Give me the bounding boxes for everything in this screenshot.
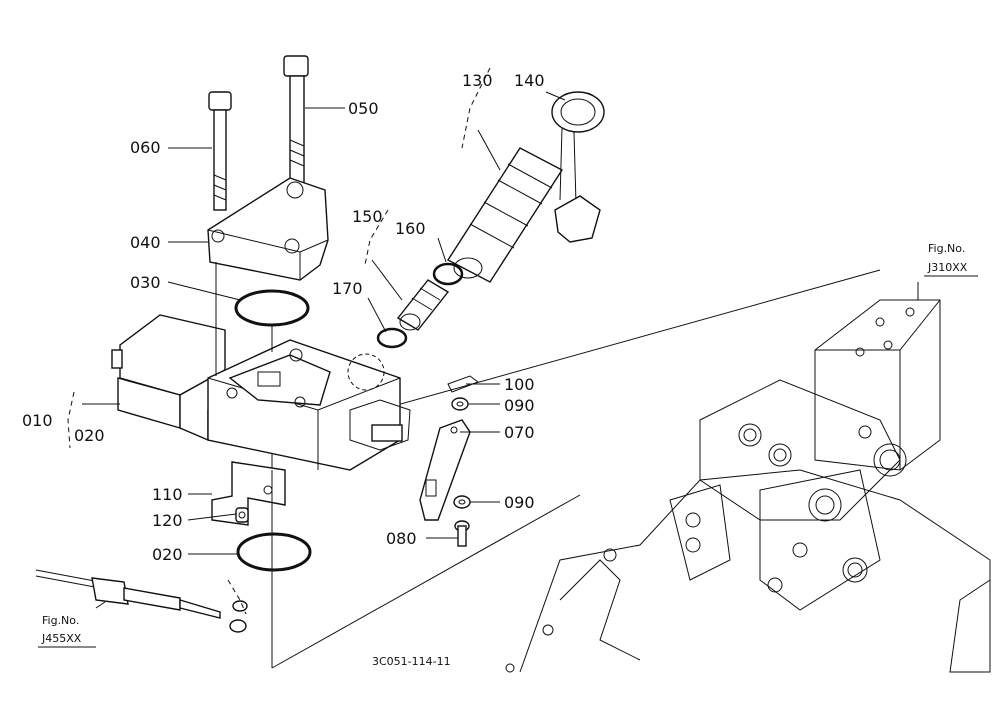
pin-080 xyxy=(454,520,470,547)
callout-080: 080 xyxy=(386,529,417,548)
callout-050: 050 xyxy=(348,99,379,118)
figure-ref-right-line1: Fig.No. xyxy=(928,242,965,255)
drawing-number: 3C051-114-11 xyxy=(372,655,451,668)
callout-090-upper: 090 xyxy=(504,396,535,415)
washer-090-top xyxy=(451,397,469,411)
transmission-housing-assembly xyxy=(271,269,991,673)
figure-ref-j455xx: Fig.No. J455XX xyxy=(38,614,96,648)
callout-010: 010 xyxy=(22,411,53,430)
figure-ref-left-line2: J455XX xyxy=(41,632,82,645)
callout-120: 120 xyxy=(152,511,183,530)
o-ring-030 xyxy=(234,289,310,327)
callout-020-upper: 020 xyxy=(74,426,105,445)
bolt-050 xyxy=(283,55,309,189)
bracket-110 xyxy=(211,461,286,526)
fitting-150 xyxy=(396,279,450,331)
callout-070: 070 xyxy=(504,423,535,442)
callout-150: 150 xyxy=(352,207,383,226)
bracket-mark-150 xyxy=(364,209,389,266)
callout-170: 170 xyxy=(332,279,363,298)
o-ring-020 xyxy=(236,532,312,572)
callout-020-lower: 020 xyxy=(152,545,183,564)
cap-140 xyxy=(551,91,605,243)
callout-100: 100 xyxy=(504,375,535,394)
valve-body-010 xyxy=(111,314,411,471)
callout-140: 140 xyxy=(514,71,545,90)
callout-060: 060 xyxy=(130,138,161,157)
callout-130: 130 xyxy=(462,71,493,90)
bracket-mark-010 xyxy=(67,391,75,449)
plug-130 xyxy=(446,147,564,283)
snap-pin-100 xyxy=(447,375,480,393)
figure-ref-j310xx: Fig.No. J310XX xyxy=(924,242,978,277)
figure-ref-left-line1: Fig.No. xyxy=(42,614,79,627)
callout-160: 160 xyxy=(395,219,426,238)
control-cable xyxy=(35,569,248,633)
callout-030: 030 xyxy=(130,273,161,292)
lever-070 xyxy=(419,419,471,521)
figure-ref-right-line2: J310XX xyxy=(927,261,968,274)
callout-090-lower: 090 xyxy=(504,493,535,512)
bolt-060 xyxy=(208,91,232,211)
callout-040: 040 xyxy=(130,233,161,252)
callout-110: 110 xyxy=(152,485,183,504)
cover-plate-040 xyxy=(207,177,329,281)
washer-090-bottom xyxy=(453,495,471,509)
bolt-120 xyxy=(235,507,249,523)
o-ring-160 xyxy=(432,262,464,286)
o-ring-170 xyxy=(376,327,408,349)
leader-lines xyxy=(82,91,919,609)
